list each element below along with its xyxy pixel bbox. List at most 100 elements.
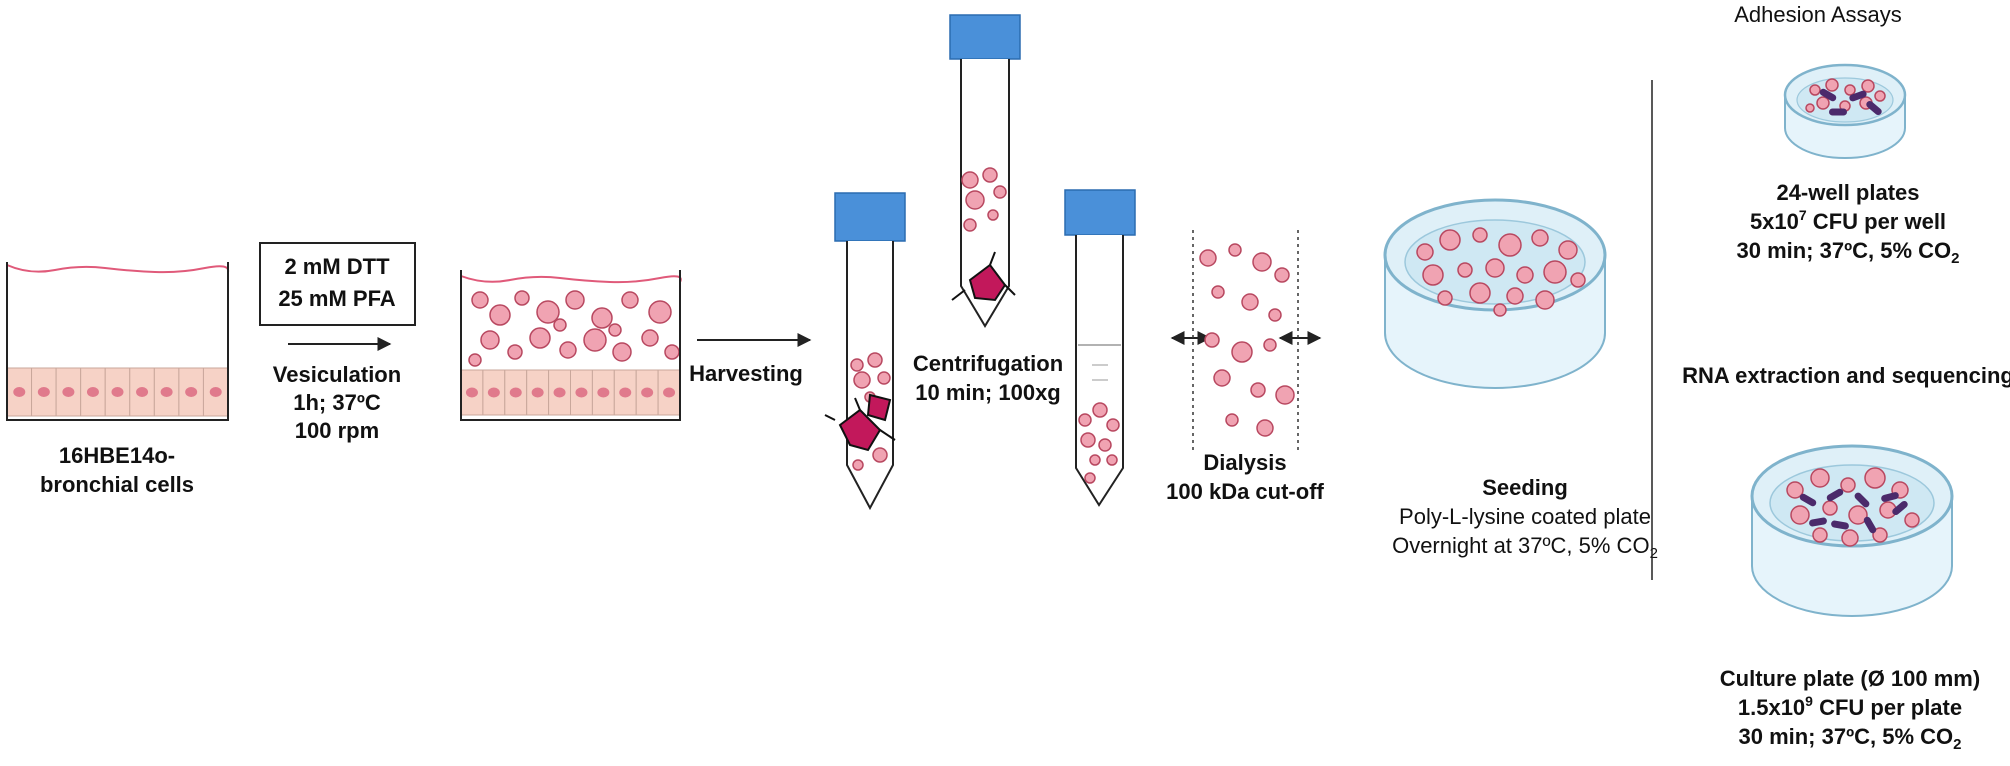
vesicle (489, 304, 511, 326)
vesicle (1493, 303, 1507, 317)
tube-cap-blue-2 (949, 14, 1021, 60)
vesicle (1485, 258, 1505, 278)
vesicle (1084, 472, 1096, 484)
cells-label-line1: 16HBE14o- (59, 443, 175, 468)
vesicle (1256, 419, 1274, 437)
bacterium (1829, 108, 1847, 116)
vesicle (877, 371, 891, 385)
vesicle (608, 323, 622, 337)
cell-nucleus (209, 387, 222, 397)
cell-nuclei-row-2 (460, 369, 681, 416)
cell-nucleus (86, 387, 99, 397)
vesicle (583, 328, 607, 352)
tube-cap-blue (834, 192, 906, 242)
vesicle (648, 300, 672, 324)
well-outline (6, 262, 229, 421)
cell-nucleus (575, 387, 588, 398)
reagent-pfa: 25 mM PFA (278, 286, 395, 311)
vesicle (1225, 413, 1239, 427)
tube-b-vesicles (961, 167, 1007, 232)
vesicle (1816, 96, 1830, 110)
adhesion-cfu: 5x107 CFU per well (1750, 207, 1946, 234)
centrifugation-detail: 10 min; 100xg (915, 380, 1061, 405)
well-outline-2 (460, 270, 681, 421)
cells-label-line2: bronchial cells (40, 472, 194, 497)
vesicle (1570, 272, 1586, 288)
seeding-title: Seeding (1482, 475, 1568, 500)
vesicle (1211, 285, 1225, 299)
vesicle (1250, 382, 1266, 398)
medium-surface-line-2 (460, 275, 682, 284)
vesicle (1416, 243, 1434, 261)
seeding-dish (1383, 198, 1607, 389)
vesicle (1864, 467, 1886, 489)
vesicle (1469, 282, 1491, 304)
rna-condition: 30 min; 37ºC, 5% CO2 (1738, 724, 1961, 753)
vesiculation-speed: 100 rpm (295, 418, 379, 443)
cell-nucleus (663, 387, 676, 398)
rna-condition-text: 30 min; 37ºC, 5% CO (1738, 724, 1953, 749)
harvesting-label: Harvesting (689, 361, 803, 386)
rna-title: RNA extraction and sequencing (1682, 363, 2010, 388)
rna-cfu-suffix: CFU per plate (1813, 695, 1962, 720)
vesicle (1089, 454, 1101, 466)
cell-nucleus (13, 387, 26, 397)
cell-nucleus (597, 387, 610, 398)
seeding-plate: Poly-L-lysine coated plate (1399, 504, 1651, 529)
vesicle (853, 371, 871, 389)
seeding-dish-vesicles (1416, 227, 1586, 317)
adhesion-plate: 24-well plates (1776, 180, 1919, 205)
reagent-dtt: 2 mM DTT (284, 254, 390, 279)
adhesion-condition-text: 30 min; 37ºC, 5% CO (1736, 238, 1951, 263)
cell-nucleus (37, 387, 50, 397)
cell-nucleus (160, 387, 173, 397)
vesicle (529, 327, 551, 349)
vesicle (1263, 338, 1277, 352)
vesicle (1531, 229, 1549, 247)
vesicle (1092, 402, 1108, 418)
vesicle (1786, 481, 1804, 499)
vesicle (850, 358, 864, 372)
vesicle (987, 209, 999, 221)
adhesion-dish (1783, 63, 1907, 159)
vesicle (1543, 260, 1567, 284)
vesicle (1078, 413, 1092, 427)
cell-debris (824, 393, 896, 452)
vesicle (1825, 78, 1839, 92)
bacterium (1809, 517, 1827, 527)
tube-body-2 (960, 59, 1010, 328)
dialysis-vesicles (1199, 243, 1295, 437)
vesicle (514, 290, 530, 306)
vesicle (1809, 84, 1821, 96)
vesicle (664, 344, 680, 360)
vesicle (559, 341, 577, 359)
cell-nucleus (185, 387, 198, 397)
bacterium (1854, 492, 1870, 508)
vesicle (1506, 287, 1524, 305)
vesicle (1535, 290, 1555, 310)
cell-nuclei-row (6, 367, 229, 417)
tube-supernatant (1064, 189, 1136, 507)
vesicle (963, 218, 977, 232)
vesicle (612, 342, 632, 362)
bacterium (1866, 100, 1882, 116)
vesicle (1861, 79, 1875, 93)
tube-cap-blue-3 (1064, 189, 1136, 236)
vesiculation-title: Vesiculation (273, 362, 401, 387)
adhesion-cfu-suffix: CFU per well (1807, 209, 1946, 234)
adhesion-title: Adhesion Assays (1734, 2, 1902, 27)
vesicle (1872, 527, 1888, 543)
vesicle (1106, 454, 1118, 466)
vesicle (471, 291, 489, 309)
vesicle (1213, 369, 1231, 387)
vesicle (1790, 505, 1810, 525)
rna-cfu: 1.5x109 CFU per plate (1738, 693, 1962, 720)
vesicle (1228, 243, 1242, 257)
vesicle (1904, 512, 1920, 528)
vesicle (1844, 84, 1856, 96)
vesicle (1812, 527, 1828, 543)
bacterium (1831, 520, 1849, 530)
vesicle (1204, 332, 1220, 348)
